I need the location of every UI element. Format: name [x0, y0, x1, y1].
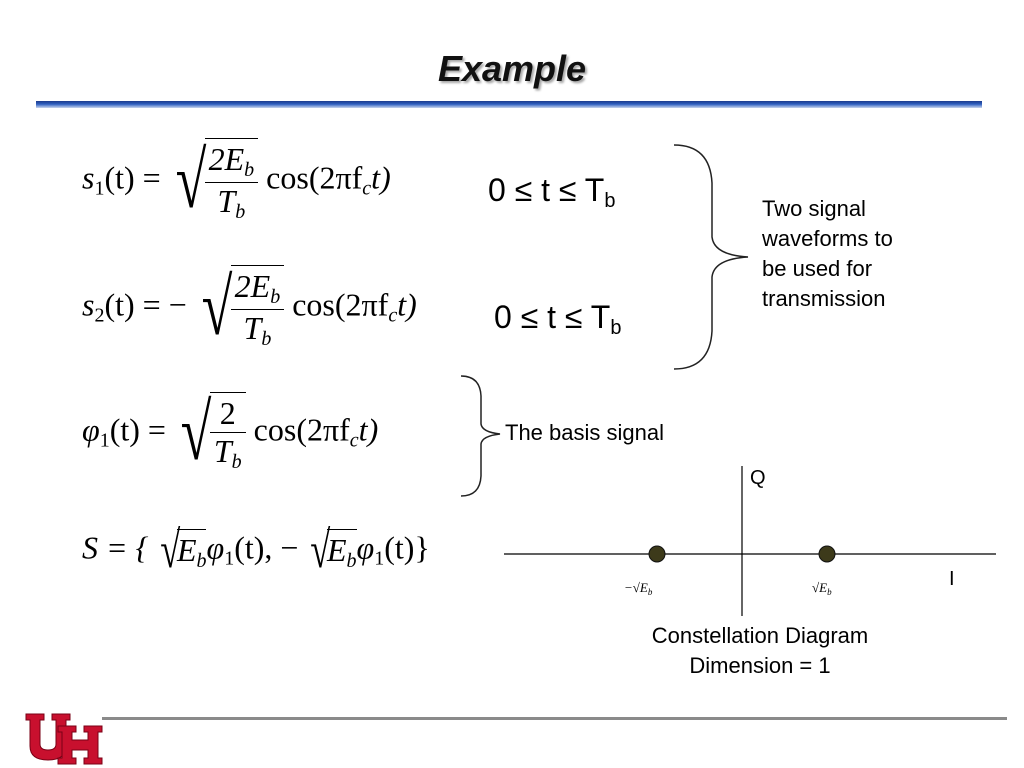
- s2-denominator: T: [243, 310, 262, 346]
- title-divider: [36, 101, 982, 108]
- phi1-symbol: φ: [82, 411, 100, 448]
- set-phi-1-arg: (t), −: [234, 529, 299, 566]
- s1-denominator: T: [217, 183, 236, 219]
- radical-sign: √: [310, 522, 331, 579]
- equation-s2: s2(t) = − √ 2Eb Tb cos(2πfct): [82, 265, 417, 351]
- phi1-subscript: 1: [99, 429, 110, 452]
- phi1-cosine: cos(2πf: [253, 411, 350, 448]
- phi1-argument: (t) =: [109, 411, 166, 448]
- s2-numerator: 2E: [234, 268, 271, 304]
- s2-cosine-sub: c: [388, 304, 398, 327]
- equation-signal-set: S = { √Eb φ1(t), − √Eb φ1(t)}: [82, 525, 430, 577]
- set-phi-2: φ: [356, 529, 375, 566]
- basis-note: The basis signal: [505, 420, 664, 445]
- s1-condition: 0 ≤ t ≤ Tb: [488, 172, 615, 213]
- q-axis-label: Q: [750, 467, 766, 489]
- phi1-cosine-sub: c: [349, 429, 359, 452]
- basis-brace: [460, 375, 501, 497]
- set-phi-1: φ: [206, 529, 225, 566]
- positive-point-label: √Eb: [812, 580, 832, 597]
- s1-cosine-sub: c: [362, 177, 372, 200]
- footer-divider: [102, 717, 1007, 720]
- s2-denominator-sub: b: [261, 328, 272, 350]
- s1-numerator-sub: b: [244, 159, 255, 181]
- phi1-sqrt: √ 2 Tb: [174, 392, 246, 474]
- s2-condition-sub: b: [610, 317, 622, 339]
- negative-point-label: −√Eb: [624, 580, 653, 597]
- s2-numerator-sub: b: [270, 286, 281, 308]
- phi1-numerator: 2: [219, 395, 236, 431]
- s2-cosine: cos(2πf: [292, 286, 389, 323]
- s1-cosine: cos(2πf: [266, 159, 363, 196]
- s1-cosine-end: t): [371, 159, 391, 196]
- s1-condition-sub: b: [604, 190, 616, 212]
- equation-s1: s1(t) = √ 2Eb Tb cos(2πfct): [82, 138, 391, 224]
- s1-sqrt: √ 2Eb Tb: [169, 137, 259, 225]
- s2-subscript: 2: [94, 304, 105, 327]
- i-axis-label: I: [949, 568, 955, 590]
- s2-fraction: 2Eb Tb: [230, 268, 285, 351]
- phi1-denominator: T: [213, 433, 232, 469]
- caption-line-1: Constellation Diagram: [651, 623, 869, 648]
- equation-phi1: φ1(t) = √ 2 Tb cos(2πfct): [82, 392, 378, 474]
- set-sqrt-1: √Eb: [156, 522, 207, 579]
- set-energy-1: E: [176, 532, 197, 568]
- waveforms-brace: [673, 144, 749, 370]
- s1-denominator-sub: b: [235, 201, 246, 223]
- s1-condition-text: 0 ≤ t ≤ T: [488, 172, 605, 208]
- set-sqrt-2: √Eb: [306, 522, 357, 579]
- constellation-point-positive: [818, 545, 836, 563]
- s2-cosine-end: t): [397, 286, 417, 323]
- s1-argument: (t) =: [104, 159, 161, 196]
- radical-sign: √: [175, 137, 207, 225]
- set-energy-2-sub: b: [346, 550, 357, 572]
- radical-sign: √: [201, 264, 233, 352]
- set-phi-2-arg: (t)}: [384, 529, 430, 566]
- s1-numerator: 2E: [208, 141, 245, 177]
- s2-sqrt: √ 2Eb Tb: [195, 264, 285, 352]
- s1-symbol: s: [82, 159, 95, 196]
- constellation-diagram: Q I −√Eb √Eb: [504, 466, 996, 616]
- set-phi-2-sub: 1: [374, 547, 385, 570]
- constellation-point-negative: [648, 545, 666, 563]
- phi1-denominator-sub: b: [231, 451, 242, 473]
- caption-line-2: Dimension = 1: [689, 653, 831, 678]
- slide-title: Example: [437, 48, 587, 89]
- s2-condition-text: 0 ≤ t ≤ T: [494, 299, 611, 335]
- radical-sign: √: [180, 389, 212, 477]
- set-energy-2: E: [326, 532, 347, 568]
- s1-subscript: 1: [94, 177, 105, 200]
- constellation-caption: Constellation Diagram Dimension = 1: [620, 621, 900, 681]
- s2-condition: 0 ≤ t ≤ Tb: [494, 299, 621, 340]
- phi1-cosine-end: t): [358, 411, 379, 448]
- radical-sign: √: [160, 522, 181, 579]
- set-energy-1-sub: b: [196, 550, 207, 572]
- uh-logo-icon: [25, 713, 103, 765]
- phi1-fraction: 2 Tb: [209, 395, 246, 474]
- waveforms-note: Two signal waveforms to be used for tran…: [762, 196, 893, 311]
- s1-fraction: 2Eb Tb: [204, 141, 259, 224]
- set-phi-1-sub: 1: [224, 547, 235, 570]
- s2-symbol: s: [82, 286, 95, 323]
- set-lhs: S = {: [82, 529, 149, 566]
- s2-argument: (t) = −: [104, 286, 187, 323]
